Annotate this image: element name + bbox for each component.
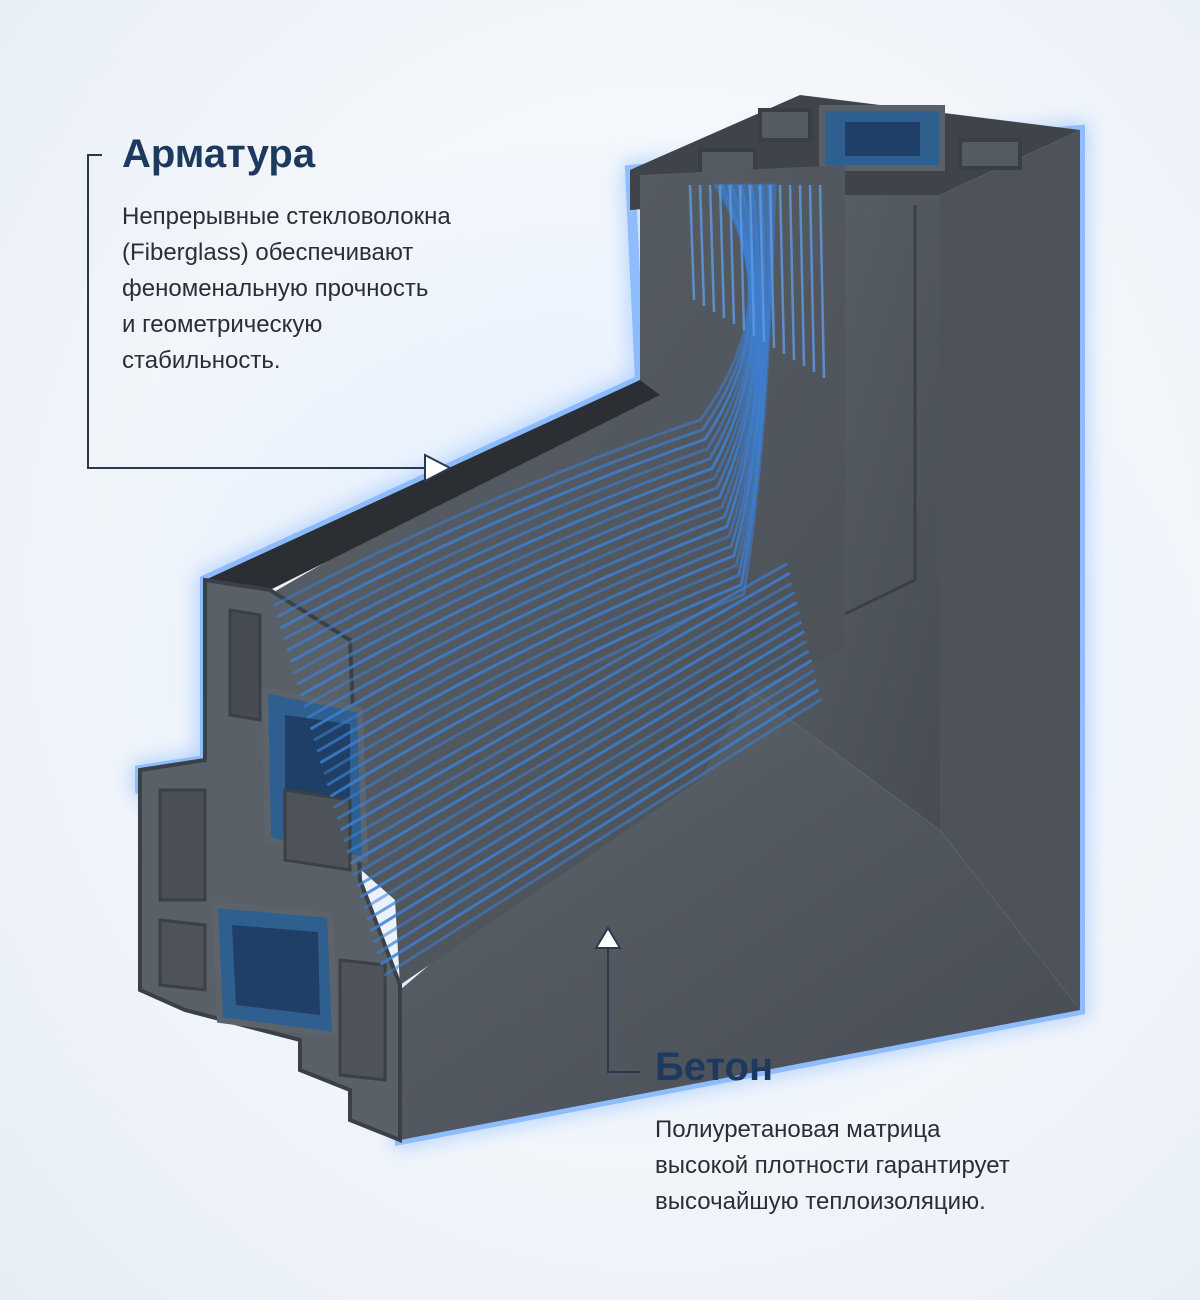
fiberglass-fibers [273,183,826,977]
triangle-right-outline-icon [424,453,453,483]
bar-front-face [400,690,1080,1140]
steel-chamber-top [819,105,945,171]
callout-concrete-text: Полиуретановая матрица высокой плотности… [655,1112,1010,1220]
text-line: стабильность. [122,347,281,374]
fiber-strand [353,611,800,876]
fiber-strand [788,184,796,361]
fiber-strand [380,688,820,966]
callout-reinforcement-text: Непрерывные стекловолокна (Fiberglass) о… [122,199,451,379]
text-line: и геометрическую [122,311,323,338]
text-line: высокой плотности гарантирует [655,1152,1010,1179]
callout-concrete: Бетон Полиуретановая матрица высокой пло… [655,1045,1010,1220]
fiber-strand [698,184,706,307]
fiber-strand [778,184,786,355]
fiber-strand [798,184,806,367]
callout-reinforcement-title: Арматура [122,132,316,176]
fiber-strand [758,184,766,343]
fiber-strand [373,669,815,943]
text-line: высочайшую теплоизоляцию. [655,1188,986,1215]
profile-cross-section [138,577,402,1143]
fiber-strand [363,640,807,910]
fiber-strand [383,698,822,977]
triangle-up-outline-icon [594,926,622,949]
fiber-strand [340,572,790,831]
text-line: феноменальную прочность [122,275,429,302]
fiber-strand [370,659,812,932]
fiber-strand [808,184,816,373]
fiber-strand [346,591,795,854]
fiber-strand [350,601,798,865]
fiber-strand [376,679,817,955]
fiber-strand [366,650,810,921]
post-outer-face [940,130,1080,1010]
leader-bottom [594,926,640,1073]
fiber-strand [738,184,746,331]
fiber-strand [356,620,803,887]
fiber-strand [343,582,793,842]
fiber-strand [728,184,736,325]
callout-concrete-title: Бетон [655,1045,774,1089]
fiber-strand [336,562,788,820]
fiber-strand [818,184,826,379]
fiber-strand [360,630,805,899]
fiber-strand [718,184,726,319]
text-line: (Fiberglass) обеспечивают [122,239,414,266]
bar-top-lip [205,380,660,590]
text-line: Непрерывные стекловолокна [122,203,451,230]
fiber-strand [768,184,776,349]
fiber-strand [708,184,716,313]
leader-top [87,154,453,483]
fiber-strand [748,184,756,337]
text-line: Полиуретановая матрица [655,1116,941,1143]
fiber-strand [333,183,777,809]
fiber-strand [688,184,696,301]
callout-reinforcement: Арматура Непрерывные стекловолокна (Fibe… [122,132,451,379]
